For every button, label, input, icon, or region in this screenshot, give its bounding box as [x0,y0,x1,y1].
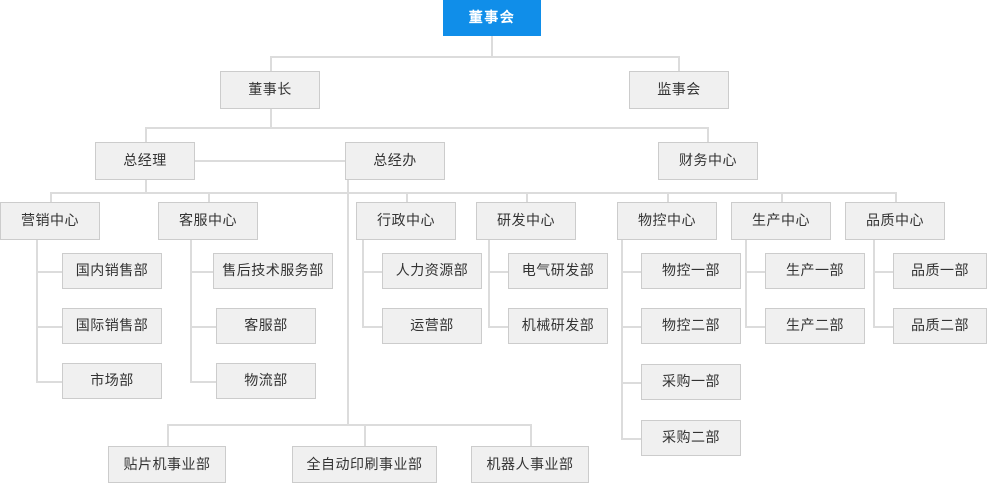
org-node-production[interactable]: 生产中心 [731,202,831,240]
connector-root-stem [491,36,493,56]
connector-marketing-stub-1 [36,271,62,273]
org-node-aftersales[interactable]: 售后技术服务部 [213,253,333,289]
org-node-qc2[interactable]: 品质二部 [893,308,987,344]
org-node-market_dept[interactable]: 市场部 [62,363,162,399]
org-node-operations[interactable]: 运营部 [382,308,482,344]
connector-production-stub-1 [745,271,765,273]
connector-admin-spine [362,240,364,326]
org-node-mc1[interactable]: 物控一部 [641,253,741,289]
connector-gm-drop [145,127,147,142]
connector-marketing-spine [36,240,38,381]
connector-row2-bus [270,56,679,58]
connector-production-stub-2 [745,326,765,328]
connector-service-spine [190,240,192,381]
connector-rnd-stub-1 [488,271,508,273]
org-node-marketing[interactable]: 营销中心 [0,202,100,240]
connector-admin-stub-1 [362,271,382,273]
connector-chairman-stem [270,109,272,127]
connector-material-drop [667,192,669,202]
connector-quality-stub-1 [873,271,893,273]
connector-rnd-stub-2 [488,326,508,328]
connector-row4-bus [50,192,895,194]
connector-print-drop [364,424,366,446]
org-node-cs_dept[interactable]: 客服部 [216,308,316,344]
org-node-qc1[interactable]: 品质一部 [893,253,987,289]
connector-quality-spine [873,240,875,326]
org-node-service[interactable]: 客服中心 [158,202,258,240]
connector-material-stub-1 [621,271,641,273]
connector-row3-bus [145,127,708,129]
connector-quality-stub-2 [873,326,893,328]
org-node-finance[interactable]: 财务中心 [658,142,758,180]
connector-service-stub-3 [190,381,216,383]
connector-material-spine [621,240,623,438]
org-node-robot_div[interactable]: 机器人事业部 [471,446,589,483]
connector-divisions-bus [167,424,530,426]
connector-rnd-spine [488,240,490,326]
org-node-gm[interactable]: 总经理 [95,142,195,180]
connector-marketing-drop [50,192,52,202]
connector-smt-drop [167,424,169,446]
connector-material-stub-3 [621,382,641,384]
org-node-hr[interactable]: 人力资源部 [382,253,482,289]
org-node-prod1[interactable]: 生产一部 [765,253,865,289]
connector-service-stub-1 [190,271,213,273]
connector-finance-drop [707,127,709,142]
org-node-intl_sales[interactable]: 国际销售部 [62,308,162,344]
org-node-me_rnd[interactable]: 机械研发部 [508,308,608,344]
connector-production-spine [745,240,747,326]
org-node-dom_sales[interactable]: 国内销售部 [62,253,162,289]
connector-admin-stub-2 [362,326,382,328]
connector-marketing-stub-2 [36,326,62,328]
org-node-root[interactable]: 董事会 [443,0,541,36]
org-node-prod2[interactable]: 生产二部 [765,308,865,344]
connector-supervisory-drop [678,56,680,71]
connector-divisions-spine [347,180,349,425]
connector-gm-stem [145,180,147,192]
org-node-supervisory[interactable]: 监事会 [629,71,729,109]
org-node-quality[interactable]: 品质中心 [845,202,945,240]
connector-admin-drop [406,192,408,202]
org-node-ee_rnd[interactable]: 电气研发部 [508,253,608,289]
connector-chairman-drop [270,56,272,71]
org-node-purchase1[interactable]: 采购一部 [641,364,741,400]
connector-service-stub-2 [190,326,216,328]
org-node-smt_div[interactable]: 贴片机事业部 [108,446,226,483]
org-node-mc2[interactable]: 物控二部 [641,308,741,344]
org-node-print_div[interactable]: 全自动印刷事业部 [292,446,437,483]
connector-rnd-drop [526,192,528,202]
org-node-logistics[interactable]: 物流部 [216,363,316,399]
connector-material-stub-2 [621,326,641,328]
org-node-purchase2[interactable]: 采购二部 [641,420,741,456]
connector-material-stub-4 [621,438,641,440]
connector-gm-to-gmoffice [195,160,345,162]
connector-quality-drop [895,192,897,202]
connector-service-drop [208,192,210,202]
connector-marketing-stub-3 [36,381,62,383]
org-node-rnd[interactable]: 研发中心 [476,202,576,240]
connector-production-drop [781,192,783,202]
org-node-material[interactable]: 物控中心 [617,202,717,240]
org-node-admin[interactable]: 行政中心 [356,202,456,240]
connector-robot-drop [530,424,532,446]
org-node-gm_office[interactable]: 总经办 [345,142,445,180]
org-node-chairman[interactable]: 董事长 [220,71,320,109]
